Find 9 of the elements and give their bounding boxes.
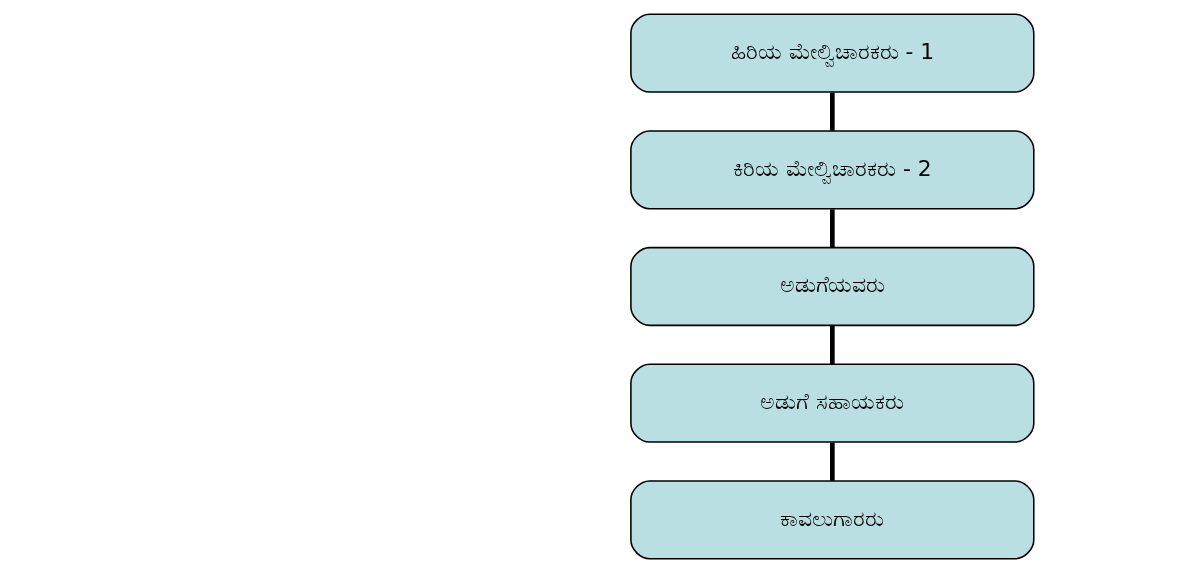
node-box: ಕಿರಿಯ ಮೇಲ್ವಿಚಾರಕರು - 2 bbox=[630, 130, 1035, 210]
connector bbox=[830, 442, 835, 481]
node-box: ಹಿರಿಯ ಮೇಲ್ವಿಚಾರಕರು - 1 bbox=[630, 13, 1035, 93]
node-box: ಕಾವಲುಗಾರರು bbox=[630, 480, 1035, 560]
connector bbox=[830, 209, 835, 248]
node-box: ಅಡುಗೆಯವರು bbox=[630, 246, 1035, 327]
connector bbox=[830, 92, 835, 131]
connector bbox=[830, 326, 835, 365]
node-box: ಅಡುಗೆ ಸಹಾಯಕರು bbox=[630, 363, 1035, 443]
